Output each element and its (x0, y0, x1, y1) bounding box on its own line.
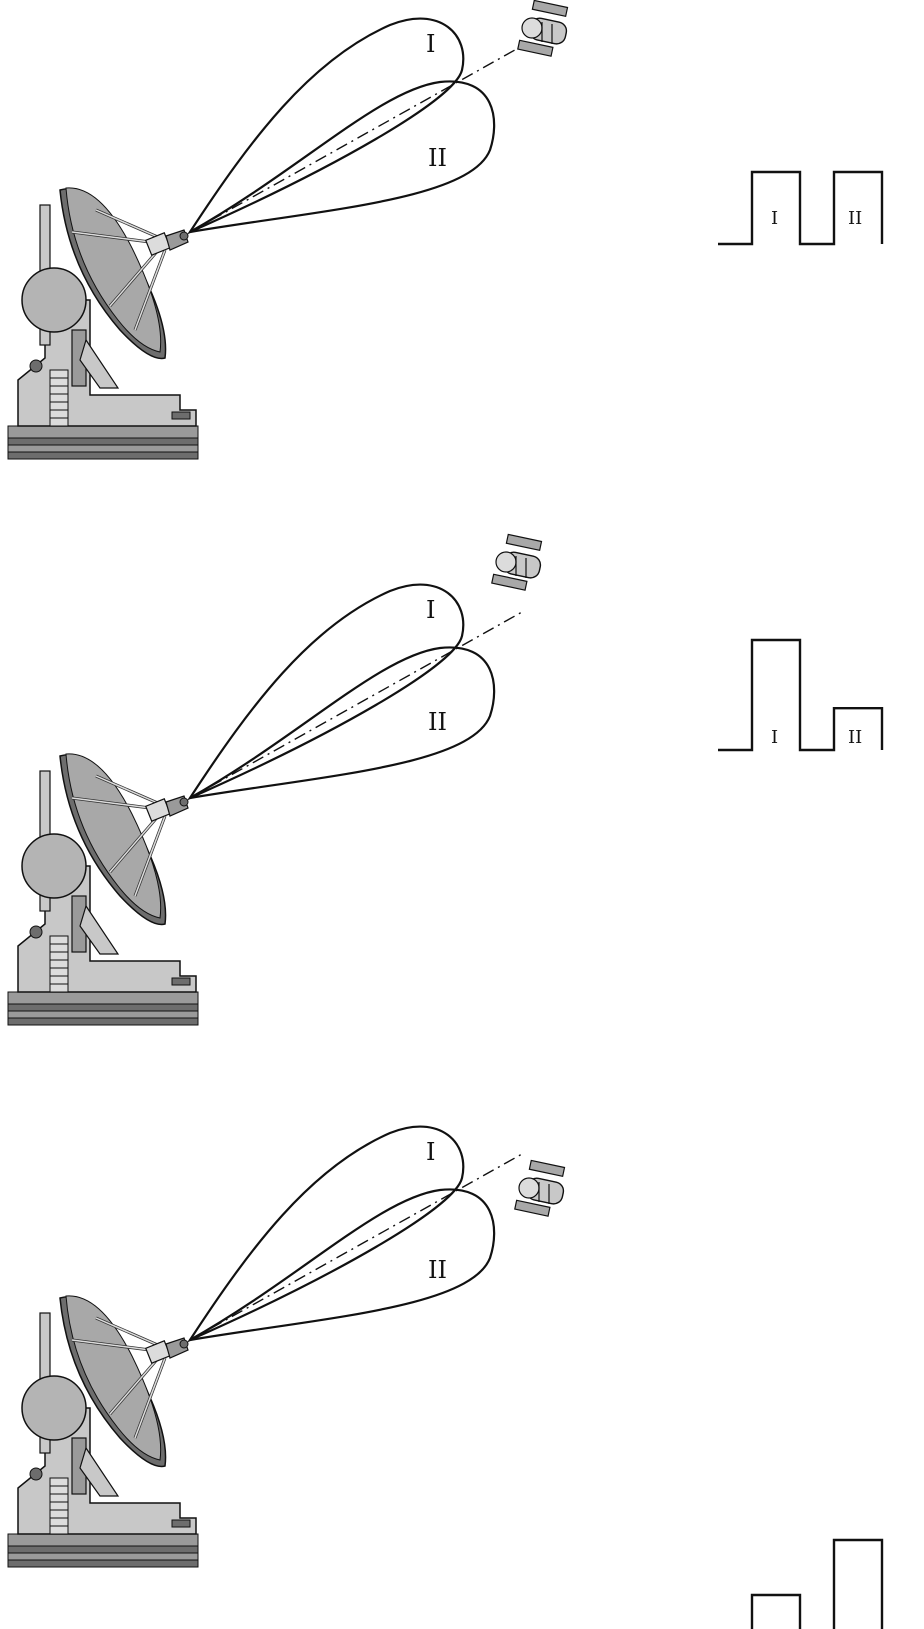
beam-label-I: I (426, 30, 435, 58)
beam-lobes (190, 1127, 522, 1340)
beam-label-II: II (428, 144, 447, 172)
signal-plot: I II (718, 172, 882, 244)
beam-label-I: I (426, 1138, 435, 1166)
signal-label-I: I (771, 208, 778, 229)
beam-lobes (190, 585, 522, 798)
signal-label-II: II (848, 208, 862, 229)
signal-trace (718, 1540, 882, 1629)
signal-label-I: I (771, 727, 778, 748)
beam-label-I: I (426, 596, 435, 624)
antenna-icon (8, 754, 198, 1025)
satellite-icon (518, 0, 568, 56)
beam-label-II: II (428, 708, 447, 736)
beam-label-II: II (428, 1256, 447, 1284)
beam-lobes (190, 19, 522, 232)
antenna-icon (8, 188, 198, 459)
satellite-icon (492, 534, 542, 590)
signal-plot: I II (718, 640, 882, 750)
satellite-icon (515, 1160, 565, 1216)
panel-2: I II I II (8, 534, 882, 1025)
panel-1: I II I II (8, 0, 882, 459)
signal-label-II: II (848, 727, 862, 748)
panel-3: I II I II (8, 1127, 882, 1629)
signal-plot: I II (718, 1540, 882, 1629)
antenna-icon (8, 1296, 198, 1567)
